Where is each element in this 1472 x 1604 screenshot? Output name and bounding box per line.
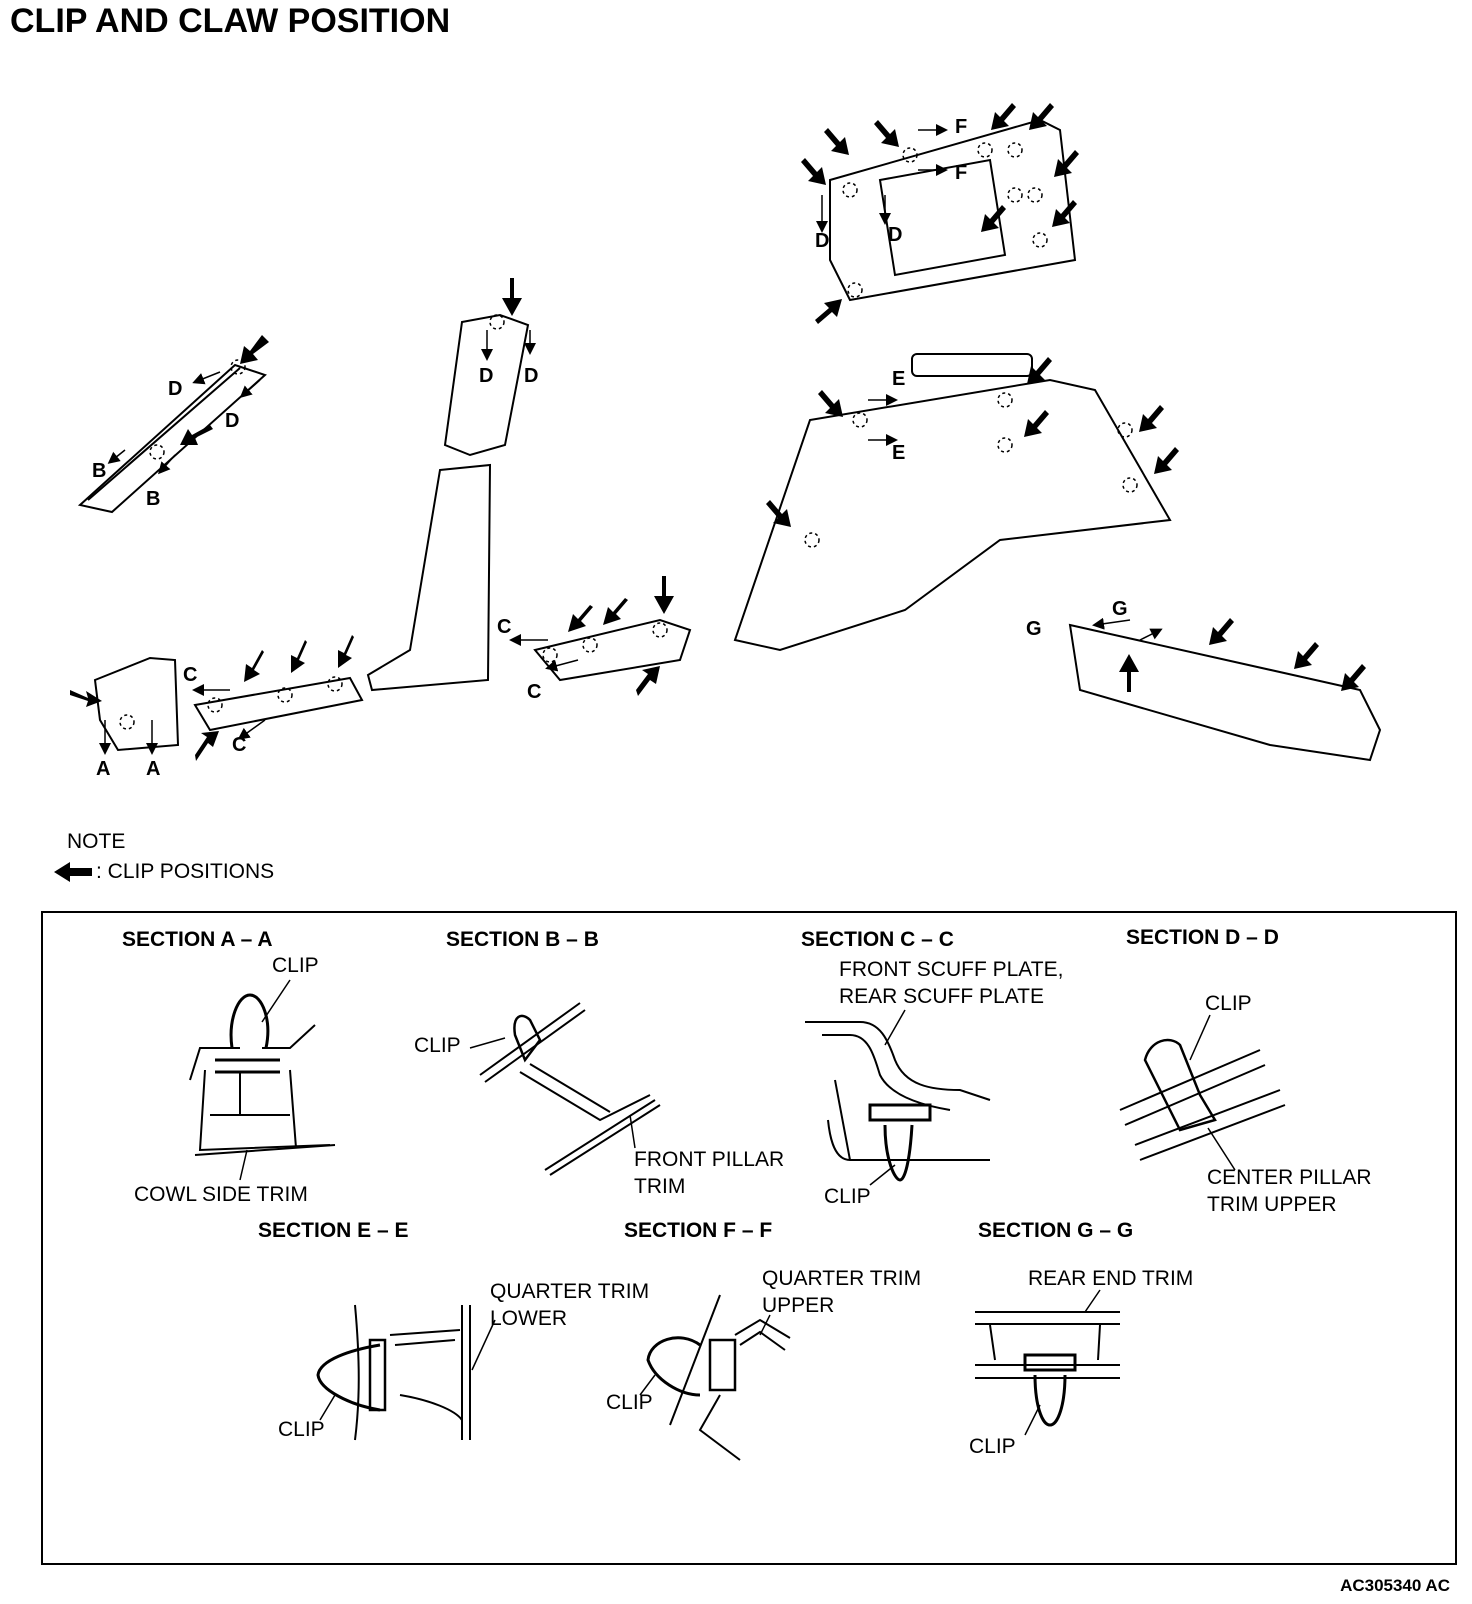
section-e-part-label: QUARTER TRIM LOWER <box>490 1280 650 1330</box>
section-a-part-label: COWL SIDE TRIM <box>134 1183 308 1206</box>
quarter-trim-lower <box>733 378 1172 652</box>
section-marker-e: E <box>892 368 906 390</box>
page-title: CLIP AND CLAW POSITION <box>10 2 451 40</box>
section-e-drawing <box>316 1304 496 1441</box>
clip-position-arrows <box>70 103 1366 761</box>
section-f-title: SECTION F – F <box>624 1219 773 1242</box>
section-c-title: SECTION C – C <box>801 928 954 951</box>
front-scuff-plate <box>193 676 364 732</box>
arrow-left-icon <box>54 862 92 882</box>
cowl-side-trim <box>93 656 180 752</box>
section-g-drawing <box>975 1289 1120 1436</box>
section-marker-c: C <box>497 616 512 638</box>
section-marker-d: D <box>225 410 240 432</box>
section-d-title: SECTION D – D <box>1126 926 1279 949</box>
overview-diagram <box>70 103 1382 762</box>
section-marker-d: D <box>888 224 903 246</box>
section-f-part-label: QUARTER TRIM UPPER <box>762 1267 922 1317</box>
rear-end-trim <box>1068 623 1382 762</box>
section-b-clip-label: CLIP <box>414 1034 461 1057</box>
section-marker-c: C <box>183 664 198 686</box>
section-d-part-label: CENTER PILLAR TRIM UPPER <box>1207 1166 1372 1216</box>
figure-id: AC305340 AC <box>1340 1576 1450 1595</box>
section-marker-g: G <box>1112 598 1128 620</box>
section-marker-e: E <box>892 442 906 464</box>
section-a-drawing <box>189 979 336 1181</box>
section-marker-d: D <box>168 378 183 400</box>
section-marker-b: B <box>146 488 161 510</box>
note-heading: NOTE <box>67 830 126 853</box>
section-f-clip-label: CLIP <box>606 1391 653 1414</box>
section-g-title: SECTION G – G <box>978 1219 1134 1242</box>
section-g-clip-label: CLIP <box>969 1435 1016 1458</box>
section-marker-c: C <box>527 681 542 703</box>
section-marker-f: F <box>955 116 968 138</box>
section-marker-d: D <box>479 365 494 387</box>
section-a-title: SECTION A – A <box>122 928 273 951</box>
section-c-part-label: FRONT SCUFF PLATE, REAR SCUFF PLATE <box>839 958 1064 1008</box>
section-marker-d: D <box>524 365 539 387</box>
section-e-title: SECTION E – E <box>258 1219 409 1242</box>
note-legend-text: : CLIP POSITIONS <box>96 860 275 883</box>
section-b-title: SECTION B – B <box>446 928 599 951</box>
section-marker-f: F <box>955 162 968 184</box>
sections-panel <box>41 911 1457 1565</box>
section-marker-a: A <box>146 758 161 780</box>
section-b-drawing <box>469 1002 661 1176</box>
section-marker-g: G <box>1026 618 1042 640</box>
front-pillar-trim <box>77 363 267 514</box>
section-marker-b: B <box>92 460 107 482</box>
section-marker-a: A <box>96 758 111 780</box>
section-g-part-label: REAR END TRIM <box>1028 1267 1194 1290</box>
section-e-clip-label: CLIP <box>278 1418 325 1441</box>
section-a-clip-label: CLIP <box>272 954 319 977</box>
section-f-drawing <box>639 1294 791 1461</box>
section-d-drawing <box>1119 1014 1286 1171</box>
section-c-drawing <box>805 1009 991 1186</box>
center-pillar-trim-lower <box>366 463 492 692</box>
section-d-clip-label: CLIP <box>1205 992 1252 1015</box>
section-c-clip-label: CLIP <box>824 1185 871 1208</box>
rear-scuff-plate <box>533 618 692 682</box>
center-pillar-trim-upper <box>443 313 530 457</box>
section-marker-c: C <box>232 734 247 756</box>
section-b-part-label: FRONT PILLAR TRIM <box>634 1148 785 1198</box>
section-marker-d: D <box>815 230 830 252</box>
